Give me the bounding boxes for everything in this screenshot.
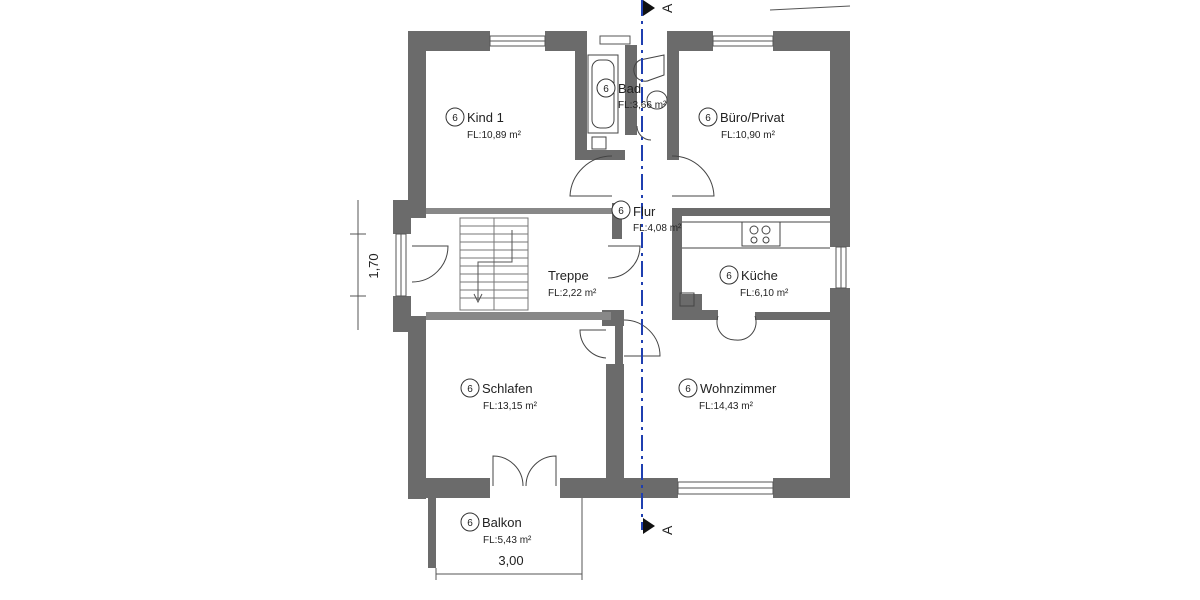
wall xyxy=(408,31,426,206)
room-wohnzimmer: 6 Wohnzimmer FL:14,43 m² xyxy=(678,378,777,412)
room-treppe: Treppe FL:2,22 m² xyxy=(548,268,597,299)
wall xyxy=(428,496,436,568)
room-number: 6 xyxy=(467,518,473,529)
bathtub xyxy=(587,54,619,134)
room-name: Balkon xyxy=(482,515,522,530)
room-number: 6 xyxy=(685,384,691,395)
room-schlafen: 6 Schlafen FL:13,15 m² xyxy=(460,378,538,412)
room-area: FL:2,22 m² xyxy=(548,288,597,299)
wall xyxy=(408,316,426,499)
room-bad: 6 Bad FL:3,66 m² xyxy=(596,78,667,111)
wall xyxy=(830,31,850,247)
wall xyxy=(667,45,679,160)
room-flur: 6 Flur FL:4,08 m² xyxy=(611,200,682,234)
door-swing xyxy=(671,155,715,197)
room-area: FL:10,89 m² xyxy=(467,130,522,141)
dimensions xyxy=(350,5,851,580)
room-area: FL:5,43 m² xyxy=(483,535,532,546)
room-balkon: 6 Balkon FL:5,43 m² xyxy=(460,512,532,546)
section-arrow-icon xyxy=(643,518,655,534)
door-swing xyxy=(623,319,661,357)
room-number: 6 xyxy=(603,84,609,95)
door-swing xyxy=(636,125,652,141)
room-area: FL:14,43 m² xyxy=(699,401,754,412)
wall xyxy=(672,208,830,216)
room-name: Schlafen xyxy=(482,381,533,396)
door-swing xyxy=(569,155,613,197)
room-area: FL:3,66 m² xyxy=(618,100,667,111)
room-name: Flur xyxy=(633,204,656,219)
wall xyxy=(408,31,490,51)
wall xyxy=(773,478,850,498)
wall xyxy=(426,208,612,214)
wall xyxy=(575,150,625,160)
room-area: FL:13,15 m² xyxy=(483,401,538,412)
wall xyxy=(672,208,682,316)
room-number: 6 xyxy=(467,384,473,395)
room-name: Kind 1 xyxy=(467,110,504,125)
door-swing xyxy=(579,329,607,359)
door-swing xyxy=(607,245,641,279)
room-kind1: 6 Kind 1 FL:10,89 m² xyxy=(445,107,522,141)
section-label-top: A xyxy=(659,3,675,13)
windows xyxy=(395,35,847,495)
wall xyxy=(575,45,587,157)
room-buero: 6 Büro/Privat FL:10,90 m² xyxy=(698,107,785,141)
wall xyxy=(560,478,678,498)
balcony-door xyxy=(492,455,524,487)
wall xyxy=(672,294,702,320)
stove xyxy=(741,221,781,247)
room-number: 6 xyxy=(452,113,458,124)
wall xyxy=(755,312,830,320)
section-label-bottom: A xyxy=(659,525,675,535)
room-number: 6 xyxy=(705,113,711,124)
room-name: Treppe xyxy=(548,268,589,283)
wall xyxy=(615,326,623,366)
room-name: Küche xyxy=(741,268,778,283)
wall xyxy=(606,364,624,480)
wall xyxy=(408,478,490,498)
doors xyxy=(411,125,757,487)
dimension-balcony-width: 3,00 xyxy=(498,553,523,568)
room-area: FL:6,10 m² xyxy=(740,288,789,299)
window xyxy=(599,35,631,45)
section-arrow-icon xyxy=(643,0,655,16)
room-area: FL:10,90 m² xyxy=(721,130,776,141)
room-name: Wohnzimmer xyxy=(700,381,777,396)
toilet xyxy=(633,54,665,82)
walls xyxy=(393,31,850,568)
balcony-door xyxy=(525,455,557,487)
room-name: Büro/Privat xyxy=(720,110,785,125)
wall xyxy=(612,203,622,239)
wall xyxy=(830,288,850,498)
sink xyxy=(646,90,668,110)
wall xyxy=(426,312,611,320)
room-number: 6 xyxy=(726,271,732,282)
section-line: A A xyxy=(641,0,675,535)
room-area: FL:4,08 m² xyxy=(633,223,682,234)
staircase xyxy=(459,217,529,311)
door-swing xyxy=(716,315,757,341)
room-number: 6 xyxy=(618,206,624,217)
door-swing xyxy=(411,245,449,283)
dimension-left-height: 1,70 xyxy=(366,253,381,278)
room-kueche: 6 Küche FL:6,10 m² xyxy=(719,265,789,299)
wall xyxy=(393,200,411,234)
room-name: Bad xyxy=(618,81,641,96)
fixtures xyxy=(587,54,830,307)
